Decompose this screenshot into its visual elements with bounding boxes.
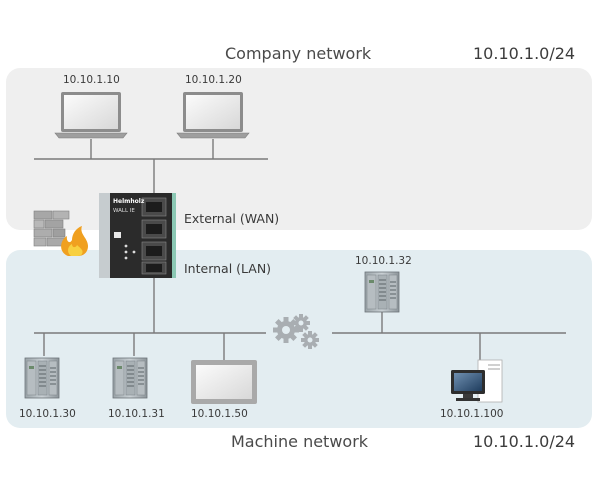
device-ip: 10.10.1.50 (191, 408, 248, 420)
device-ip: 10.10.1.100 (440, 408, 504, 420)
device-ip: 10.10.1.31 (108, 408, 165, 420)
plc-icon (364, 271, 400, 313)
laptop-ip: 10.10.1.10 (63, 74, 120, 86)
wan-port-label: External (WAN) (184, 211, 280, 226)
hmi-panel-icon (191, 360, 257, 404)
workstation-icon (451, 359, 503, 403)
plc-icon (24, 357, 60, 399)
lan-port-label: Internal (LAN) (184, 261, 272, 276)
firewall-icon (33, 210, 88, 256)
router-icon: Helmholz WALL IE (99, 193, 176, 278)
company-network-title: Company network (225, 44, 372, 63)
device-ip: 10.10.1.30 (19, 408, 76, 420)
router-model: WALL IE (113, 208, 135, 214)
router-brand: Helmholz (113, 198, 145, 205)
device-ip: 10.10.1.32 (355, 255, 412, 267)
gears-icon (273, 314, 319, 349)
machine-network-subnet: 10.10.1.0/24 (473, 432, 576, 451)
laptop-ip: 10.10.1.20 (185, 74, 242, 86)
plc-icon (112, 357, 148, 399)
laptop-icon (54, 91, 128, 139)
laptop-icon (176, 91, 250, 139)
company-network-subnet: 10.10.1.0/24 (473, 44, 576, 63)
machine-network-title: Machine network (231, 432, 369, 451)
